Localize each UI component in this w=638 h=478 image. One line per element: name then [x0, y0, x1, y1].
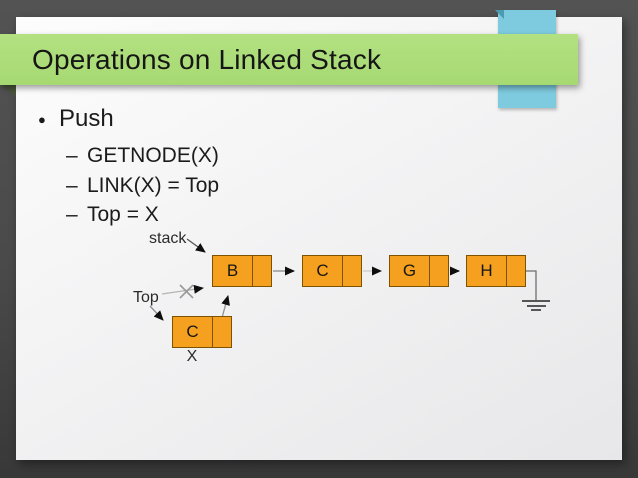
page-title: Operations on Linked Stack [32, 43, 382, 75]
dash-marker: – [66, 144, 78, 167]
sub-bullet-text: Top = X [87, 203, 159, 226]
top-label: Top [133, 289, 159, 306]
sub-bullet-top: –Top = X [66, 203, 159, 227]
sub-bullet-text: LINK(X) = Top [87, 174, 220, 197]
node-pointer-cell [507, 256, 525, 286]
sub-bullet-link: –LINK(X) = Top [66, 174, 219, 198]
sub-bullet-getnode: –GETNODE(X) [66, 144, 219, 168]
dash-marker: – [66, 203, 78, 226]
dash-marker: – [66, 174, 78, 197]
x-caption: X [186, 348, 198, 365]
sub-bullet-text: GETNODE(X) [87, 144, 219, 167]
node-pointer-cell [213, 317, 231, 347]
list-node-h: H [466, 255, 526, 287]
node-data-cell: C [173, 317, 213, 347]
list-node-b: B [212, 255, 272, 287]
title-ribbon-fold [0, 85, 16, 97]
stack-label: stack [149, 230, 187, 247]
bullet-marker: ● [38, 112, 46, 127]
node-pointer-cell [343, 256, 361, 286]
node-pointer-cell [430, 256, 448, 286]
title-ribbon: Operations on Linked Stack [0, 34, 578, 85]
node-data-cell: C [303, 256, 343, 286]
new-node-x: C [172, 316, 232, 348]
node-data-cell: B [213, 256, 253, 286]
node-pointer-cell [253, 256, 271, 286]
node-data-cell: G [390, 256, 430, 286]
bullet-item-push: Push [59, 105, 114, 132]
blue-accent-tab-fold [495, 10, 504, 19]
node-data-cell: H [467, 256, 507, 286]
list-node-g: G [389, 255, 449, 287]
list-node-c: C [302, 255, 362, 287]
